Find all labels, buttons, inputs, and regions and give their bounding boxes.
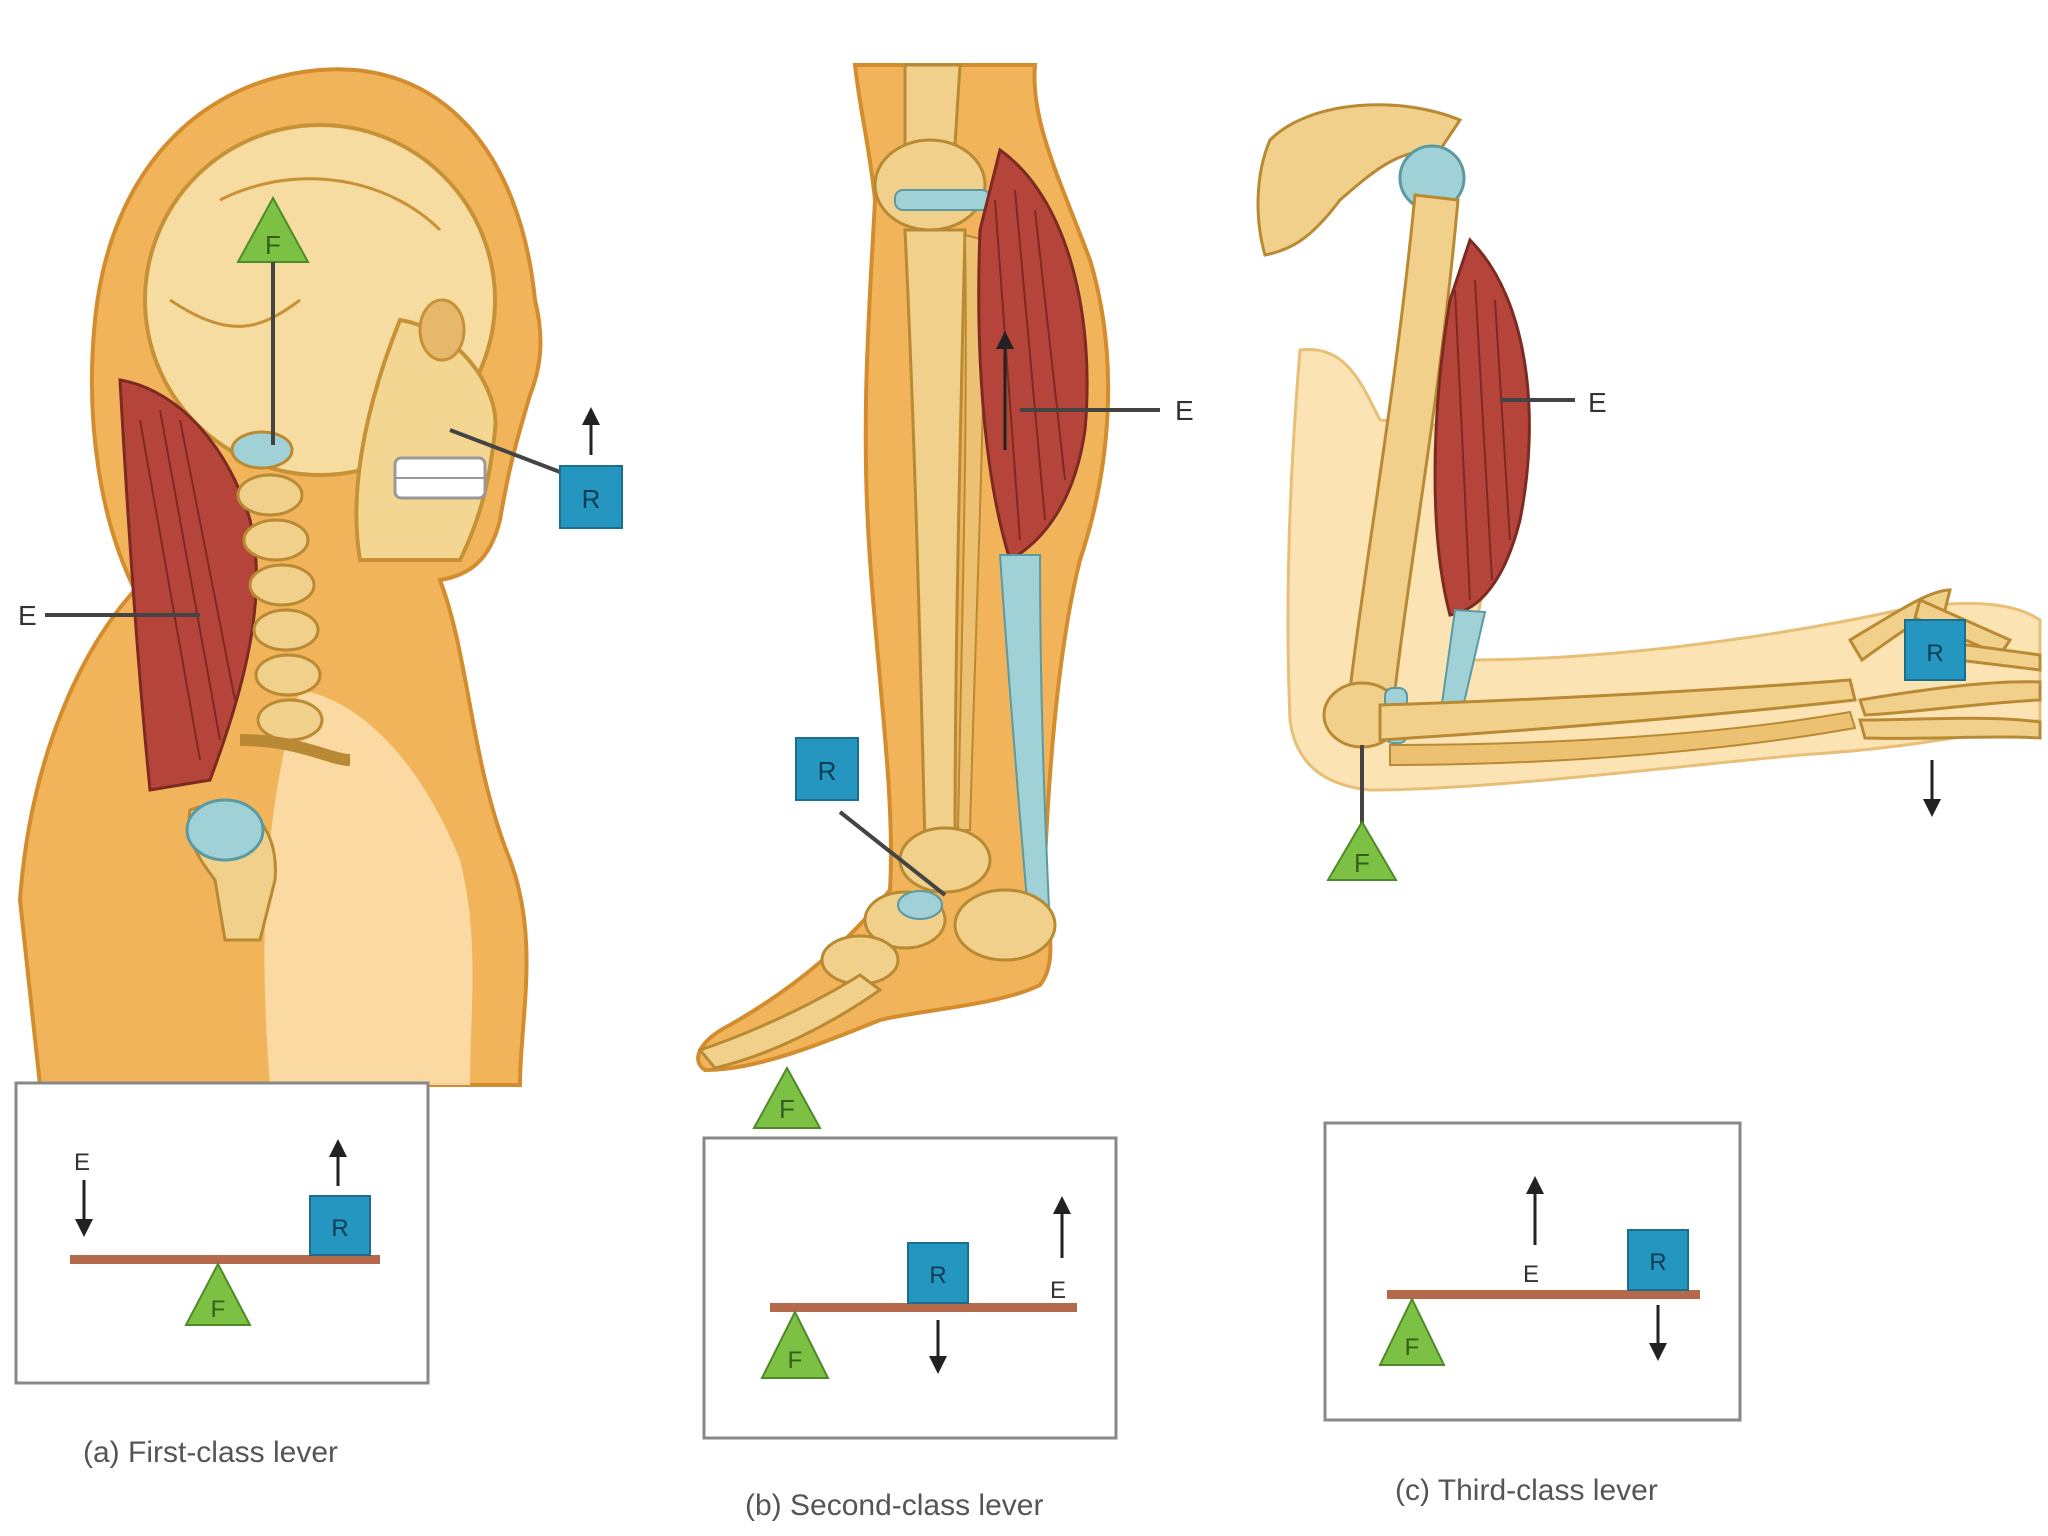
- caption-first-class: (a) First-class lever: [83, 1436, 338, 1469]
- resistance-label: R: [929, 1262, 946, 1289]
- arm-illustration: [1256, 103, 2042, 792]
- cervical-spine: [230, 430, 324, 742]
- lever-bar: [1387, 1290, 1700, 1299]
- resistance-marker: [1904, 619, 1966, 681]
- fulcrum-label: F: [211, 1296, 226, 1323]
- fulcrum-label: F: [1354, 848, 1370, 878]
- resistance-marker: [309, 1195, 371, 1256]
- fulcrum-marker: [1378, 1296, 1446, 1366]
- resistance-leader: [838, 810, 947, 897]
- effort-label: E: [18, 600, 37, 631]
- fulcrum-label: F: [788, 1347, 803, 1374]
- lever-bar: [770, 1303, 1077, 1312]
- inset-first-class: F R E: [14, 1081, 430, 1385]
- neck-muscle: [118, 378, 258, 792]
- panel-second-class: E R F F R E (b) Second-class lever: [696, 63, 1194, 1522]
- lever-bar: [70, 1255, 380, 1264]
- foot-bones: [697, 826, 1057, 1070]
- resistance-marker: [795, 737, 859, 801]
- calf-muscle: [977, 147, 1089, 563]
- effort-label: E: [74, 1149, 90, 1176]
- leg-illustration: [696, 63, 1111, 1073]
- biceps-muscle: [1433, 237, 1531, 617]
- fulcrum-marker: [1326, 820, 1398, 881]
- fulcrum-marker: [752, 1065, 822, 1129]
- resistance-marker: [1627, 1229, 1689, 1291]
- resistance-label: R: [1649, 1249, 1666, 1276]
- effort-label: E: [1588, 387, 1607, 418]
- resistance-label: R: [1926, 640, 1943, 667]
- panel-third-class: E R F F R E (c) Third-class lever: [1256, 103, 2042, 1507]
- resistance-label: R: [331, 1215, 348, 1242]
- fulcrum-label: F: [265, 230, 281, 260]
- inset-second-class: F R E: [702, 1136, 1118, 1440]
- fulcrum-label: F: [1405, 1334, 1420, 1361]
- fulcrum-marker: [760, 1309, 830, 1379]
- fulcrum-marker: [184, 1261, 252, 1326]
- panel-first-class: F R E F R E (a) First-class lever: [14, 67, 623, 1469]
- resistance-leader: [449, 428, 561, 474]
- knee-joint: [873, 138, 987, 232]
- resistance-marker: [907, 1242, 969, 1304]
- caption-third-class: (c) Third-class lever: [1395, 1474, 1658, 1507]
- effort-label: E: [1175, 395, 1194, 426]
- resistance-label: R: [818, 756, 837, 786]
- inset-third-class: F R E: [1323, 1121, 1742, 1422]
- caption-second-class: (b) Second-class lever: [745, 1489, 1043, 1522]
- resistance-marker: [559, 465, 623, 529]
- forearm-bones: [1378, 678, 1857, 742]
- resistance-label: R: [582, 484, 601, 514]
- fulcrum-label: F: [779, 1094, 795, 1124]
- effort-label: E: [1050, 1277, 1066, 1304]
- head-neck-illustration: [17, 67, 543, 1087]
- femur: [903, 63, 962, 152]
- scapula: [1256, 103, 1463, 257]
- effort-label: E: [1523, 1261, 1539, 1288]
